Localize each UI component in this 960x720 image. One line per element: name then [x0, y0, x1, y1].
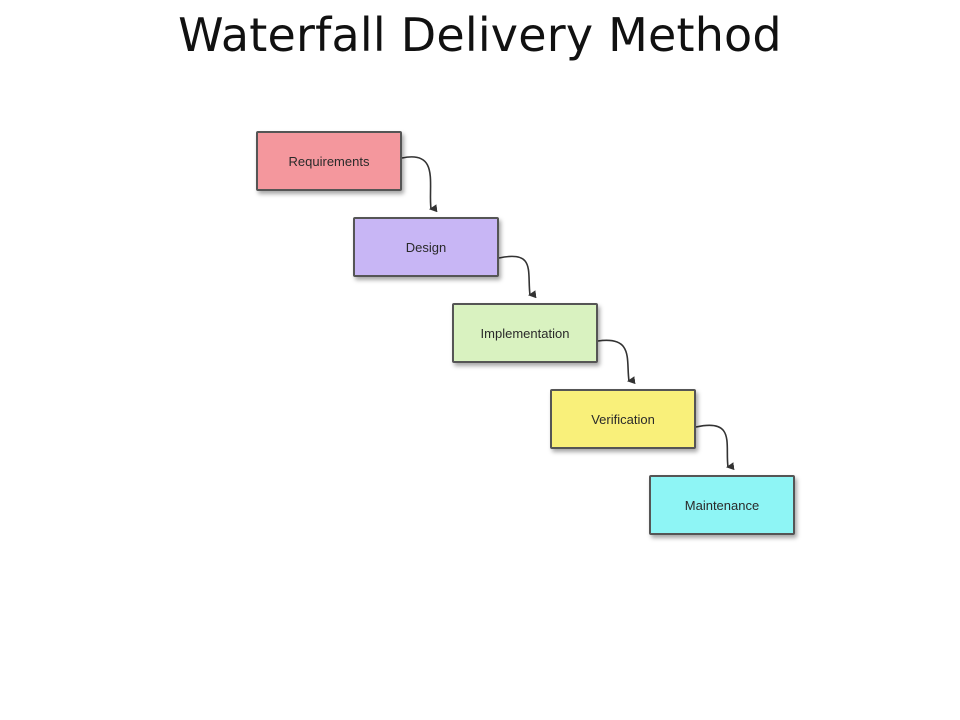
stage-label-maintenance: Maintenance — [684, 497, 760, 513]
stage-box-design: Design — [353, 217, 499, 277]
page-title: Waterfall Delivery Method — [178, 8, 782, 62]
stage-box-implementation: Implementation — [452, 303, 598, 363]
stage-label-design: Design — [405, 239, 447, 255]
stage-box-requirements: Requirements — [256, 131, 402, 191]
connector-arrow-requirements-design — [401, 156, 438, 213]
stage-box-maintenance: Maintenance — [649, 475, 795, 535]
stage-label-requirements: Requirements — [288, 153, 370, 169]
stage-box-verification: Verification — [550, 389, 696, 449]
connector-arrow-design-implementation — [498, 255, 537, 299]
connector-arrow-implementation-verification — [597, 339, 636, 385]
stage-label-implementation: Implementation — [480, 325, 570, 341]
connector-arrow-verification-maintenance — [695, 424, 735, 471]
stage-label-verification: Verification — [591, 411, 655, 427]
